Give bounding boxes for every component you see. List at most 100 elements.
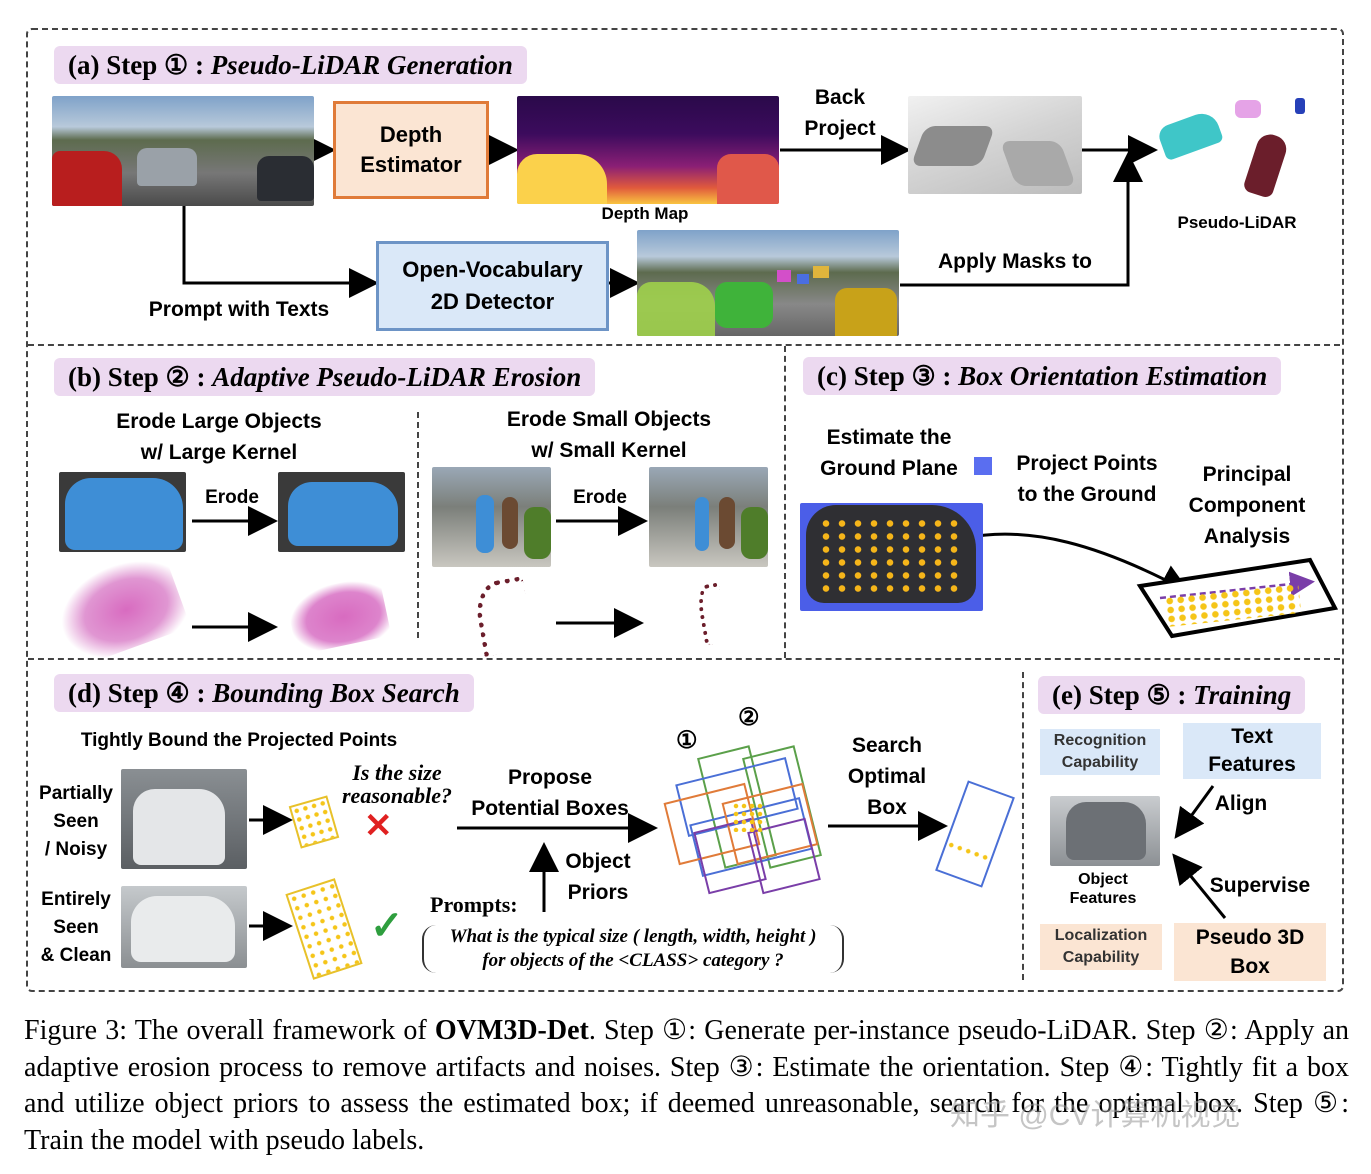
point-cloud-car-2 (999, 141, 1077, 186)
depth-estimator-line1: Depth (379, 122, 443, 147)
search-line2: Optimal (847, 765, 927, 788)
depth-map-image (517, 96, 779, 204)
street-image (52, 96, 314, 206)
partial-line1: Partially (39, 783, 113, 804)
partial-line3: / Noisy (44, 839, 108, 860)
entire-line1: Entirely (41, 889, 111, 910)
back-project-label: Back Project (790, 82, 890, 144)
pseudo-lidar-blue-car (1295, 98, 1305, 114)
mask-small-2 (797, 274, 809, 284)
size-question-line2: reasonable? (342, 783, 452, 808)
ov-detector-line2: 2D Detector (430, 289, 555, 314)
candidate-points (732, 802, 766, 832)
point-cloud-image (908, 96, 1082, 194)
pseudo-lidar-objects (1155, 96, 1325, 200)
step3-title: (c) Step ③ : Box Orientation Estimation (803, 357, 1282, 395)
large-objects-line2: w/ Large Kernel (140, 441, 298, 464)
propose-line2: Potential Boxes (471, 797, 629, 820)
pseudo-3d-line2: Box (1230, 955, 1270, 978)
large-car-after (278, 472, 405, 552)
point-cloud-car (910, 126, 996, 166)
mask-small-3 (813, 266, 829, 278)
propose-line1: Propose (507, 766, 593, 789)
ground-plane-legend-square (974, 457, 992, 475)
apply-masks-label: Apply Masks to (937, 250, 1093, 273)
arrow-image-to-detector (182, 206, 379, 298)
priors-line2: Priors (567, 881, 629, 904)
back-project-line1: Back (814, 86, 866, 109)
small-person-mask-after (695, 497, 709, 551)
marker-2: ② (738, 704, 760, 731)
small-person-before (432, 467, 551, 567)
divider-de (1022, 672, 1024, 980)
training-car-image (1050, 796, 1160, 866)
propose-label: Propose Potential Boxes (450, 762, 650, 824)
car-points-image (800, 503, 983, 611)
step3-label: (c) Step ③ : (817, 361, 959, 391)
depth-map-label: Depth Map (601, 204, 689, 223)
arrow-apply-masks (900, 152, 1143, 287)
small-objects-line2: w/ Small Kernel (531, 439, 687, 462)
step5-label: (e) Step ⑤ : (1052, 680, 1194, 710)
small-person-mask-before (476, 495, 494, 553)
dark-car (257, 156, 314, 201)
step2-title: (b) Step ② : Adaptive Pseudo-LiDAR Erosi… (54, 358, 596, 396)
ground-plane-line2: Ground Plane (820, 457, 958, 480)
small-plant (524, 507, 551, 559)
project-points-line1: Project Points (1016, 452, 1158, 475)
ground-plane-line1: Estimate the (826, 426, 952, 449)
step5-name: Training (1193, 680, 1292, 710)
ov-detector-box: Open-Vocabulary 2D Detector (376, 241, 609, 331)
step4-title: (d) Step ④ : Bounding Box Search (54, 674, 474, 712)
supervise-label: Supervise (1209, 874, 1311, 897)
divider-bc (784, 346, 786, 658)
step2-name: Adaptive Pseudo-LiDAR Erosion (212, 362, 582, 392)
localization-line2: Capability (1062, 949, 1140, 966)
caption-prefix: Figure 3: The overall framework of (24, 1015, 435, 1046)
step4-label: (d) Step ④ : (68, 678, 213, 708)
arrow-align (1174, 785, 1215, 839)
cross-icon: ✕ (364, 807, 393, 845)
size-question: Is the size reasonable? (322, 761, 472, 807)
erode-label-large: Erode (205, 487, 259, 508)
small-objects-title: Erode Small Objects w/ Small Kernel (480, 404, 738, 466)
car-points-dots (818, 517, 958, 595)
step1-title: (a) Step ① : Pseudo-LiDAR Generation (54, 46, 527, 84)
prompt-bracket: What is the typical size ( length, width… (422, 925, 844, 973)
pseudo-3d-box: Pseudo 3D Box (1174, 923, 1326, 981)
pseudo-3d-line1: Pseudo 3D (1195, 926, 1305, 949)
outer-frame (26, 28, 1344, 992)
pseudo-lidar-label: Pseudo-LiDAR (1177, 213, 1297, 232)
masked-image (637, 230, 899, 336)
small-person-after (649, 467, 768, 567)
ov-detector-line1: Open-Vocabulary (402, 257, 583, 282)
small-objects-line1: Erode Small Objects (506, 408, 712, 431)
localization-line1: Localization (1054, 927, 1148, 944)
partial-car-body (133, 789, 225, 865)
small-person-other-after (719, 497, 735, 549)
pca-line1: Principal (1202, 463, 1292, 486)
depth-car-blob (517, 154, 607, 204)
partial-line2: Seen (53, 811, 99, 832)
divider-a (28, 344, 1340, 346)
divider-b-inner (417, 412, 419, 638)
text-features-box: Text Features (1183, 723, 1321, 779)
recognition-line1: Recognition (1053, 732, 1147, 749)
entire-line2: Seen (53, 917, 99, 938)
partial-label: Partially Seen / Noisy (30, 780, 122, 864)
prompt-line2: for objects of the <CLASS> category ? (482, 950, 784, 971)
erode-label-small: Erode (573, 487, 627, 508)
step5-title: (e) Step ⑤ : Training (1038, 676, 1306, 714)
step3-name: Box Orientation Estimation (958, 361, 1268, 391)
text-features-line2: Features (1208, 753, 1296, 776)
project-points-label: Project Points to the Ground (998, 448, 1176, 510)
depth-estimator-box: Depth Estimator (333, 101, 489, 199)
depth-estimator-line2: Estimator (360, 152, 462, 177)
priors-line1: Object (565, 850, 631, 873)
caption-rest: . Step ①: Generate per-instance pseudo-L… (24, 1015, 1350, 1156)
depth-car-blob-2 (717, 154, 779, 204)
mask-green (715, 282, 773, 328)
pca-line2: Component (1188, 494, 1306, 517)
small-plant-after (741, 507, 768, 559)
step4-name: Bounding Box Search (212, 678, 460, 708)
